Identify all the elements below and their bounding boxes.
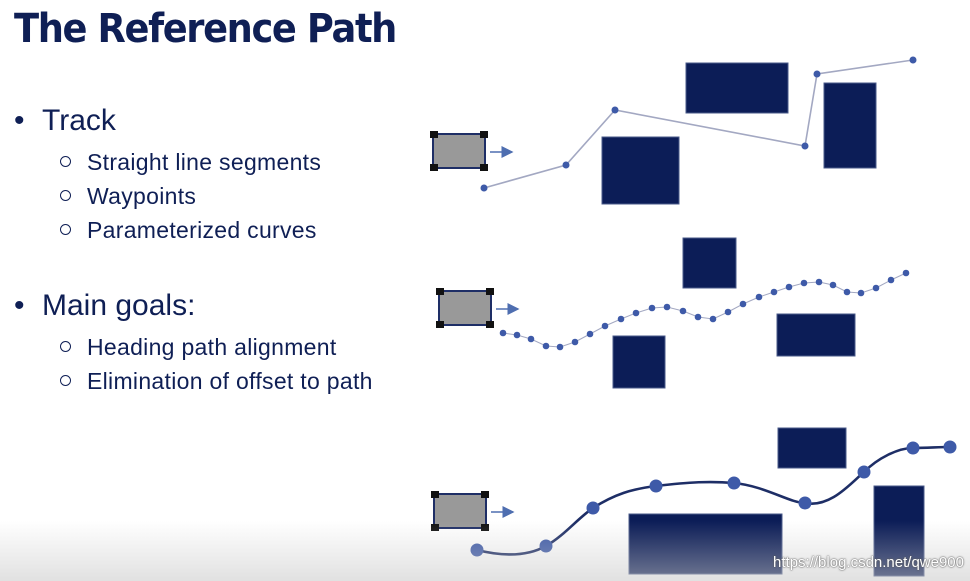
obstacle	[685, 62, 789, 114]
waypoint	[663, 303, 671, 311]
bullet-label: Main goals:	[42, 289, 196, 322]
sub-bullet-icon	[60, 341, 71, 352]
waypoint	[648, 304, 656, 312]
diagram-waypoints	[436, 237, 910, 389]
waypoint-markers	[480, 56, 917, 192]
waypoint	[556, 343, 564, 351]
subitem: Waypoints	[60, 183, 196, 210]
obstacle	[823, 82, 877, 169]
subitem-label: Heading path alignment	[87, 334, 337, 360]
waypoint	[857, 465, 871, 479]
waypoint	[601, 322, 609, 330]
sub-bullet-icon	[60, 156, 71, 167]
waypoint	[499, 329, 507, 337]
waypoint	[906, 441, 920, 455]
waypoint	[562, 161, 570, 169]
sub-bullet-icon	[60, 224, 71, 235]
bullet-label: Track	[42, 104, 116, 137]
waypoint	[739, 300, 747, 308]
obstacle	[682, 237, 737, 289]
waypoint	[798, 496, 812, 510]
slide-title: The Reference Path	[14, 6, 397, 52]
waypoint	[902, 269, 910, 277]
watermark: https://blog.csdn.net/qwe900	[773, 554, 964, 571]
waypoint	[829, 281, 837, 289]
waypoint	[611, 106, 619, 114]
waypoint	[724, 308, 732, 316]
waypoint-markers	[499, 269, 910, 351]
subitem: Parameterized curves	[60, 217, 317, 244]
diagram-straight-segments	[430, 56, 917, 205]
waypoint	[679, 307, 687, 315]
waypoint	[943, 440, 957, 454]
waypoint	[709, 315, 717, 323]
waypoint	[909, 56, 917, 64]
subitem-label: Parameterized curves	[87, 217, 317, 243]
subitem-label: Waypoints	[87, 183, 197, 209]
waypoint	[632, 309, 640, 317]
bullet-main-goals: • Main goals:	[14, 289, 195, 323]
obstacle	[601, 136, 680, 205]
vehicle-icon	[430, 131, 488, 171]
subitem: Heading path alignment	[60, 334, 337, 361]
subitem: Elimination of offset to path	[60, 368, 373, 395]
waypoint-path-line	[502, 272, 907, 348]
waypoint	[815, 278, 823, 286]
waypoint	[727, 476, 741, 490]
waypoint	[571, 338, 579, 346]
waypoint	[813, 70, 821, 78]
waypoint	[513, 331, 521, 339]
obstacle	[777, 427, 847, 469]
waypoint	[801, 142, 809, 150]
subitem: Straight line segments	[60, 149, 321, 176]
straight-path-line	[483, 59, 914, 189]
waypoint	[586, 330, 594, 338]
waypoint	[617, 315, 625, 323]
obstacle	[776, 313, 856, 357]
waypoint	[843, 288, 851, 296]
waypoint	[527, 335, 535, 343]
waypoint	[770, 288, 778, 296]
waypoint	[785, 283, 793, 291]
sub-bullet-icon	[60, 190, 71, 201]
waypoint	[872, 284, 880, 292]
waypoint	[649, 479, 663, 493]
subitem-label: Elimination of offset to path	[87, 368, 373, 394]
obstacle	[612, 335, 666, 389]
waypoint	[480, 184, 488, 192]
waypoint	[694, 313, 702, 321]
bullet-dot-icon: •	[14, 104, 25, 137]
bullet-track: • Track	[14, 104, 116, 138]
waypoint	[857, 289, 865, 297]
waypoint	[887, 276, 895, 284]
waypoint	[586, 501, 600, 515]
waypoint	[542, 342, 550, 350]
waypoint	[800, 279, 808, 287]
sub-bullet-icon	[60, 375, 71, 386]
waypoint	[755, 293, 763, 301]
video-footer-fade	[0, 521, 970, 581]
subitem-label: Straight line segments	[87, 149, 322, 175]
vehicle-icon	[436, 288, 494, 328]
bullet-dot-icon: •	[14, 289, 25, 322]
